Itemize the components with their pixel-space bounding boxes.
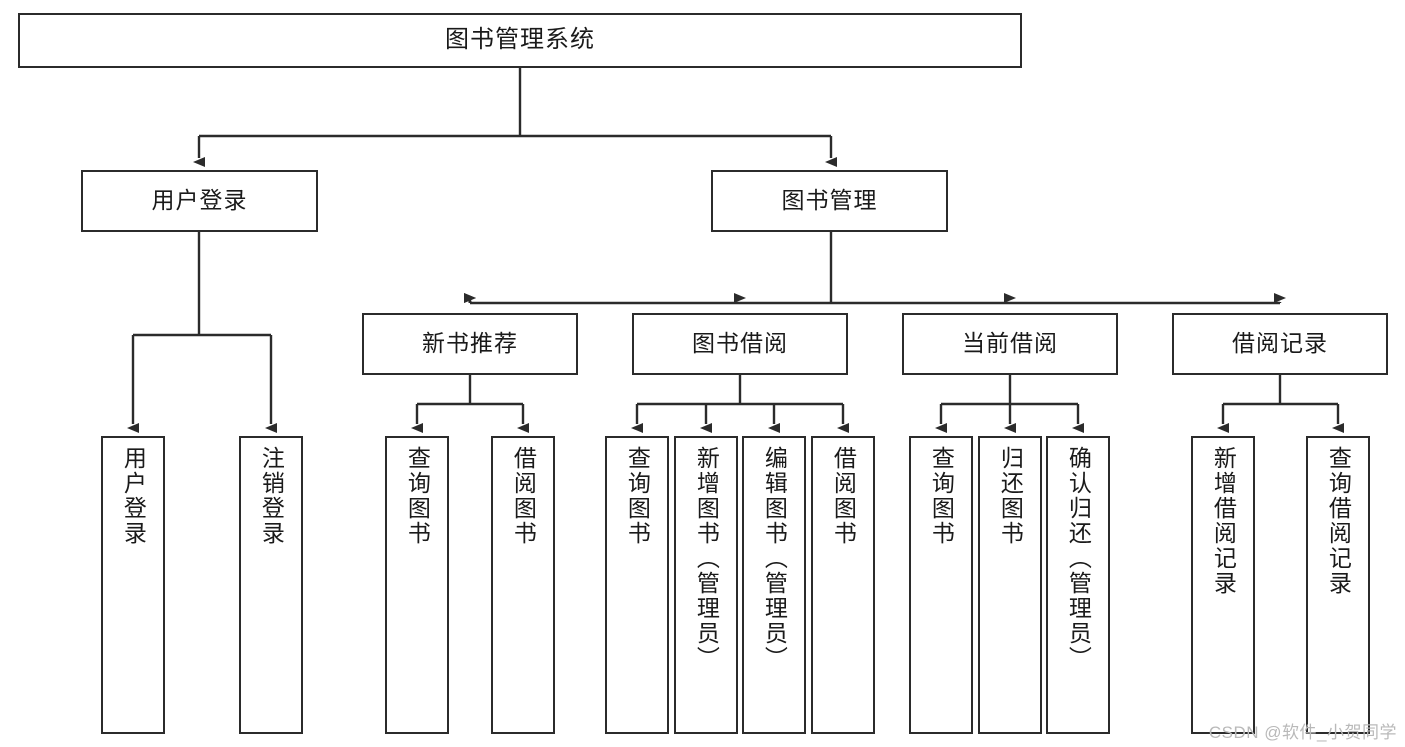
leaf-borrow-book[interactable]: 借阅图书 bbox=[811, 436, 875, 734]
node-label: 图书借阅 bbox=[692, 330, 788, 357]
leaf-query-book-current[interactable]: 查询图书 bbox=[909, 436, 973, 734]
node-label: 用户登录 bbox=[151, 187, 248, 214]
leaf-edit-book-admin[interactable]: 编辑图书（管理员） bbox=[742, 436, 806, 734]
node-user-login[interactable]: 用户登录 bbox=[81, 170, 318, 232]
leaf-add-borrow-record[interactable]: 新增借阅记录 bbox=[1191, 436, 1255, 734]
leaf-query-book-recommend[interactable]: 查询图书 bbox=[385, 436, 449, 734]
node-label: 当前借阅 bbox=[962, 330, 1058, 357]
node-label: 查询借阅记录 bbox=[1325, 446, 1352, 596]
node-label: 查询图书 bbox=[624, 446, 651, 546]
node-label: 借阅图书 bbox=[830, 446, 857, 546]
node-label: 查询图书 bbox=[404, 446, 431, 546]
node-label: 新书推荐 bbox=[422, 330, 518, 357]
node-label: 查询图书 bbox=[928, 446, 955, 546]
leaf-logout[interactable]: 注销登录 bbox=[239, 436, 303, 734]
node-label: 确认归还（管理员） bbox=[1065, 446, 1092, 671]
node-label: 用户登录 bbox=[120, 446, 147, 546]
node-current-borrow[interactable]: 当前借阅 bbox=[902, 313, 1118, 375]
leaf-query-borrow-record[interactable]: 查询借阅记录 bbox=[1306, 436, 1370, 734]
leaf-add-book-admin[interactable]: 新增图书（管理员） bbox=[674, 436, 738, 734]
leaf-borrow-book-recommend[interactable]: 借阅图书 bbox=[491, 436, 555, 734]
leaf-query-book-borrow[interactable]: 查询图书 bbox=[605, 436, 669, 734]
leaf-user-login[interactable]: 用户登录 bbox=[101, 436, 165, 734]
node-label: 新增借阅记录 bbox=[1210, 446, 1237, 596]
leaf-confirm-return-admin[interactable]: 确认归还（管理员） bbox=[1046, 436, 1110, 734]
node-new-book-recommend[interactable]: 新书推荐 bbox=[362, 313, 578, 375]
node-label: 归还图书 bbox=[997, 446, 1024, 546]
node-label: 图书管理系统 bbox=[445, 26, 595, 54]
node-root[interactable]: 图书管理系统 bbox=[18, 13, 1022, 68]
node-book-borrow[interactable]: 图书借阅 bbox=[632, 313, 848, 375]
node-label: 借阅记录 bbox=[1232, 330, 1328, 357]
node-label: 图书管理 bbox=[781, 187, 878, 214]
node-label: 新增图书（管理员） bbox=[693, 446, 720, 671]
node-label: 编辑图书（管理员） bbox=[761, 446, 788, 671]
leaf-return-book[interactable]: 归还图书 bbox=[978, 436, 1042, 734]
node-book-management[interactable]: 图书管理 bbox=[711, 170, 948, 232]
node-label: 借阅图书 bbox=[510, 446, 537, 546]
node-label: 注销登录 bbox=[258, 446, 285, 546]
node-borrow-record[interactable]: 借阅记录 bbox=[1172, 313, 1388, 375]
